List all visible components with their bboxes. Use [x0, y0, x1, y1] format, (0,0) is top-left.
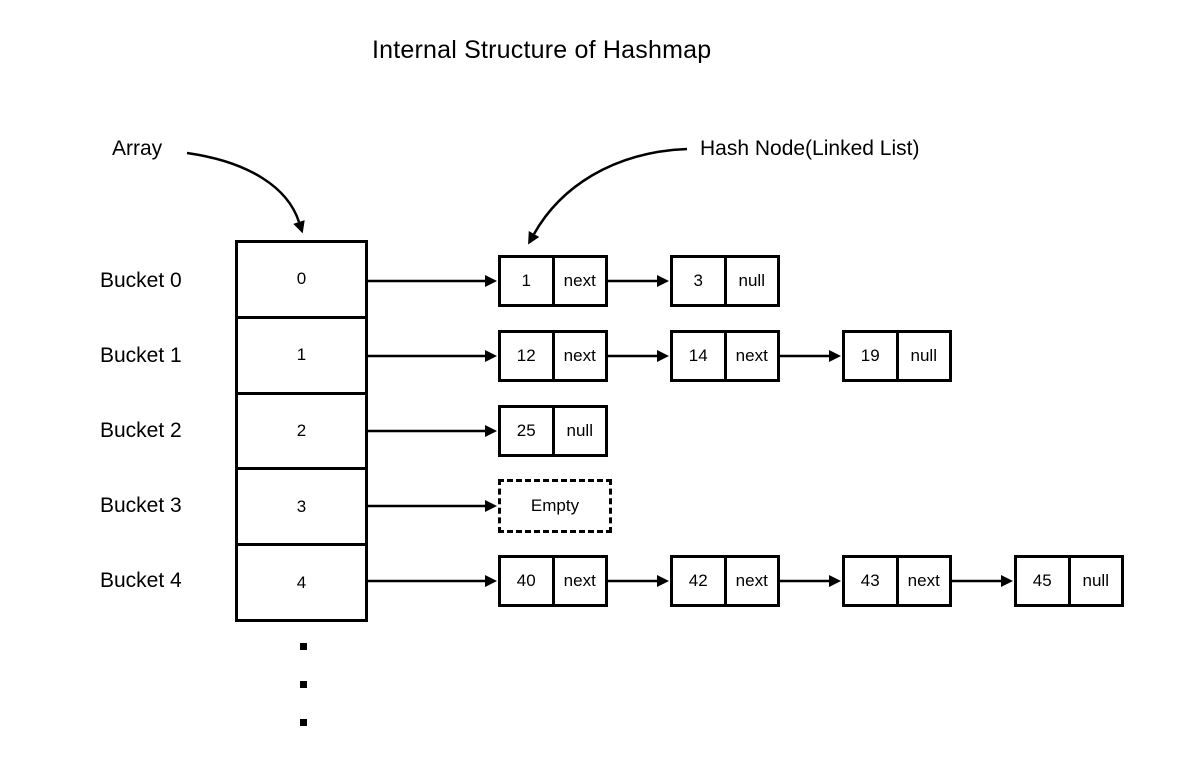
array-cell-3: 3	[238, 467, 365, 543]
array-cell-1: 1	[238, 315, 365, 392]
ellipsis-dot	[300, 719, 307, 726]
node-value: 45	[1017, 558, 1071, 604]
array-label-arrow	[186, 151, 305, 234]
page-title: Internal Structure of Hashmap	[372, 36, 712, 64]
node-pointer: next	[735, 346, 768, 365]
hash-node: 3 null	[670, 255, 780, 307]
node-value: 14	[673, 333, 727, 379]
node-value: 19	[845, 333, 899, 379]
node-pointer: null	[738, 271, 765, 290]
node-pointer: next	[563, 571, 596, 590]
node-value: 1	[501, 258, 555, 304]
hash-node: 19 null	[842, 330, 952, 382]
array-cell-4: 4	[238, 543, 365, 619]
hash-node: 25 null	[498, 405, 608, 457]
empty-bucket-node: Empty	[498, 479, 612, 533]
node-value: 12	[501, 333, 555, 379]
hash-node: 12 next	[498, 330, 608, 382]
node-value: 43	[845, 558, 899, 604]
array-cell-0: 0	[296, 269, 307, 289]
bucket-label-2: Bucket 2	[100, 419, 182, 442]
bucket-label-0: Bucket 0	[100, 269, 182, 292]
hash-node: 43 next	[842, 555, 952, 607]
hash-node-label: Hash Node(Linked List)	[700, 137, 920, 160]
array-label: Array	[112, 137, 163, 160]
bucket-array: 0 1 2 3 4	[235, 240, 368, 622]
node-pointer: null	[1082, 571, 1109, 590]
ellipsis-dot	[300, 681, 307, 688]
bucket-label-4: Bucket 4	[100, 569, 182, 592]
node-pointer: null	[910, 346, 937, 365]
node-pointer: next	[563, 271, 596, 290]
hash-node: 14 next	[670, 330, 780, 382]
node-value: 3	[673, 258, 727, 304]
node-pointer: next	[907, 571, 940, 590]
node-pointer: null	[566, 421, 593, 440]
node-value: 40	[501, 558, 555, 604]
hash-node-label-arrow	[528, 147, 688, 245]
hash-node: 42 next	[670, 555, 780, 607]
node-value: 42	[673, 558, 727, 604]
node-pointer: next	[735, 571, 768, 590]
array-cell-2: 2	[238, 391, 365, 468]
bucket-label-1: Bucket 1	[100, 344, 182, 367]
hash-node: 40 next	[498, 555, 608, 607]
hash-node: 1 next	[498, 255, 608, 307]
node-value: 25	[501, 408, 555, 454]
hash-node: 45 null	[1014, 555, 1124, 607]
bucket-label-3: Bucket 3	[100, 494, 182, 517]
node-pointer: next	[563, 346, 596, 365]
ellipsis-dot	[300, 643, 307, 650]
